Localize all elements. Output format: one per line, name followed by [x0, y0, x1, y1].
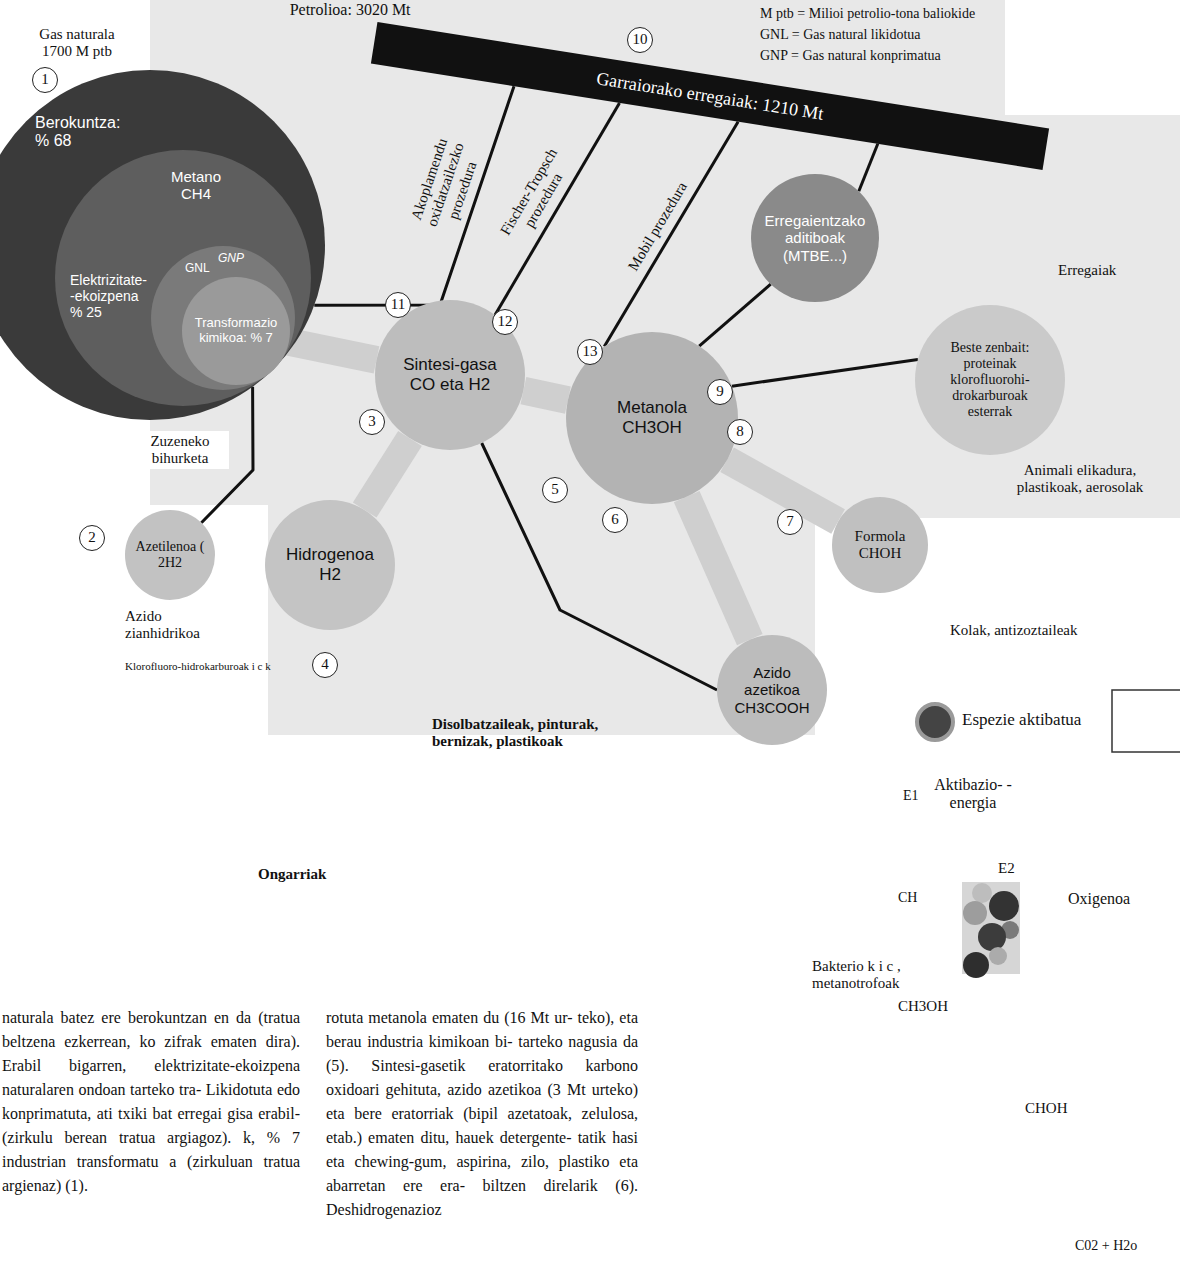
node-text-group: Metanola CH3OH: [597, 398, 707, 437]
annotation: CH: [898, 890, 938, 906]
annotation: CH3OH: [898, 998, 988, 1015]
annotation: E1: [903, 788, 933, 804]
connector: [732, 359, 918, 386]
callout-number: 5: [542, 477, 568, 503]
frame-corner: [1112, 690, 1180, 752]
annotation: Ongarriak: [258, 866, 358, 883]
beste-zenbait-circle: Beste zenbait: proteinak klorofluorohi- …: [915, 305, 1065, 455]
callout-number: 9: [707, 379, 733, 405]
callout-number: 3: [359, 409, 385, 435]
node-text: Metanola CH3OH: [597, 398, 707, 437]
node-text: Transformazio kimikoa: % 7: [191, 316, 281, 346]
process-band: [365, 438, 410, 510]
node-text-group: Beste zenbait: proteinak klorofluorohi- …: [934, 340, 1046, 420]
callout-number: 6: [602, 507, 628, 533]
annotation: M ptb = Milioi petrolio-tona baliokide: [760, 6, 1090, 22]
edge-label: Akoplamendu oxidatzailezko prozedura: [402, 120, 489, 250]
process-band: [289, 342, 377, 360]
node-text: Erregaientzako aditiboak (MTBE...): [758, 212, 873, 264]
node-text: Metano CH4: [158, 168, 234, 203]
callout-number: 1: [32, 67, 58, 93]
annotation: Klorofluoro-hidrokarburoak i c k: [125, 660, 300, 673]
connector: [699, 284, 771, 346]
edge-label: Fischer-Tropsch prozedura: [492, 138, 580, 255]
node-text: Berokuntza: % 68: [35, 114, 135, 151]
node-text: Sintesi-gasa CO eta H2: [390, 355, 510, 394]
transformazio-circle: Transformazio kimikoa: % 7: [182, 277, 290, 385]
node-text: Azetilenoa ( 2H2: [130, 539, 210, 571]
node-text-group: Erregaientzako aditiboak (MTBE...): [758, 212, 873, 264]
metano-circle: Metano CH4Elektrizitate- -ekoizpena % 25…: [55, 150, 311, 406]
body-text: naturala batez ere berokuntzan en da (tr…: [2, 1006, 300, 1198]
node-text-group: Formola CHOH: [840, 528, 920, 563]
process-band: [687, 497, 750, 640]
callout-number: 4: [312, 652, 338, 678]
node-text: Azido azetikoa CH3COOH: [727, 664, 817, 716]
formola-circle: Formola CHOH: [832, 497, 928, 593]
annotation: Azido zianhidrikoa: [125, 608, 225, 643]
gas-naturala-circle: Gas naturala 1700 M ptbBerokuntza: % 68M…: [0, 70, 325, 420]
node-text: Gas naturala 1700 M ptb: [28, 26, 126, 61]
hidrogenoa-circle: Hidrogenoa H2: [265, 500, 395, 630]
activated-species-dot: [917, 704, 953, 740]
annotation: C02 + H2o: [1075, 1238, 1175, 1254]
node-text-group: Hidrogenoa H2: [275, 545, 385, 584]
annotation: Erregaiak: [1058, 262, 1158, 279]
callout-number: 7: [777, 509, 803, 535]
white-patch: [815, 518, 1180, 740]
white-patch: [118, 505, 268, 795]
callout-number: 8: [727, 419, 753, 445]
annotation: GNP = Gas natural konprimatua: [760, 48, 1090, 64]
node-text: GNP: [218, 252, 248, 266]
edge-label: Mobil prozedura: [615, 162, 702, 291]
annotation: Animali elikadura, plastikoak, aerosolak: [1015, 462, 1145, 497]
node-text: GNL: [185, 262, 215, 276]
callout-number: 13: [577, 339, 603, 365]
azetilenoa-circle: Azetilenoa ( 2H2: [125, 510, 215, 600]
annotation: Espezie aktibatua: [962, 710, 1122, 730]
node-text-group: Sintesi-gasa CO eta H2: [390, 355, 510, 394]
callout-number: 10: [627, 27, 653, 53]
callout-number: 12: [492, 309, 518, 335]
oxygen-cluster: [962, 882, 1020, 978]
node-text: Beste zenbait: proteinak klorofluorohi- …: [934, 340, 1046, 420]
callout-number: 2: [79, 525, 105, 551]
node-text-group: Azetilenoa ( 2H2: [130, 539, 210, 571]
band-text: Garraiorako erregaiak: 1210 Mt: [595, 68, 825, 124]
annotation: Bakterio k i c , metanotrofoak: [812, 958, 937, 993]
annotation: Disolbatzaileak, pinturak, bernizak, pla…: [432, 716, 612, 751]
annotation: CHOH: [1025, 1100, 1105, 1117]
body-text: rotuta metanola ematen du (16 Mt ur- tek…: [326, 1006, 638, 1222]
callout-number: 11: [385, 292, 411, 318]
annotation: E2: [998, 860, 1028, 877]
node-text-group: Transformazio kimikoa: % 7: [191, 316, 281, 346]
connector: [314, 86, 514, 305]
node-text-group: Azido azetikoa CH3COOH: [727, 664, 817, 716]
annotation: Kolak, antizoztaileak: [950, 622, 1150, 639]
node-text: Formola CHOH: [840, 528, 920, 563]
edge-label: Zuzeneko bihurketa: [131, 431, 229, 470]
gnl-gnp-ring: GNLGNP Transformazio kimikoa: % 7: [151, 246, 295, 390]
annotation: Oxigenoa: [1068, 890, 1168, 908]
process-band: [523, 391, 568, 401]
node-text: Hidrogenoa H2: [275, 545, 385, 584]
node-text: Elektrizitate- -ekoizpena % 25: [70, 272, 152, 320]
annotation: GNL = Gas natural likidotua: [760, 27, 1090, 43]
aditiboak-circle: Erregaientzako aditiboak (MTBE...): [751, 174, 879, 302]
connector: [604, 122, 738, 347]
azido-azetikoa-circle: Azido azetikoa CH3COOH: [717, 635, 827, 745]
annotation: Aktibazio- -energia: [928, 776, 1018, 813]
band-heading: Petrolioa: 3020 Mt: [290, 1, 411, 19]
connector: [859, 144, 878, 192]
petrolioa-band: Petrolioa: 3020 MtGarraiorako erregaiak:…: [371, 22, 1049, 170]
